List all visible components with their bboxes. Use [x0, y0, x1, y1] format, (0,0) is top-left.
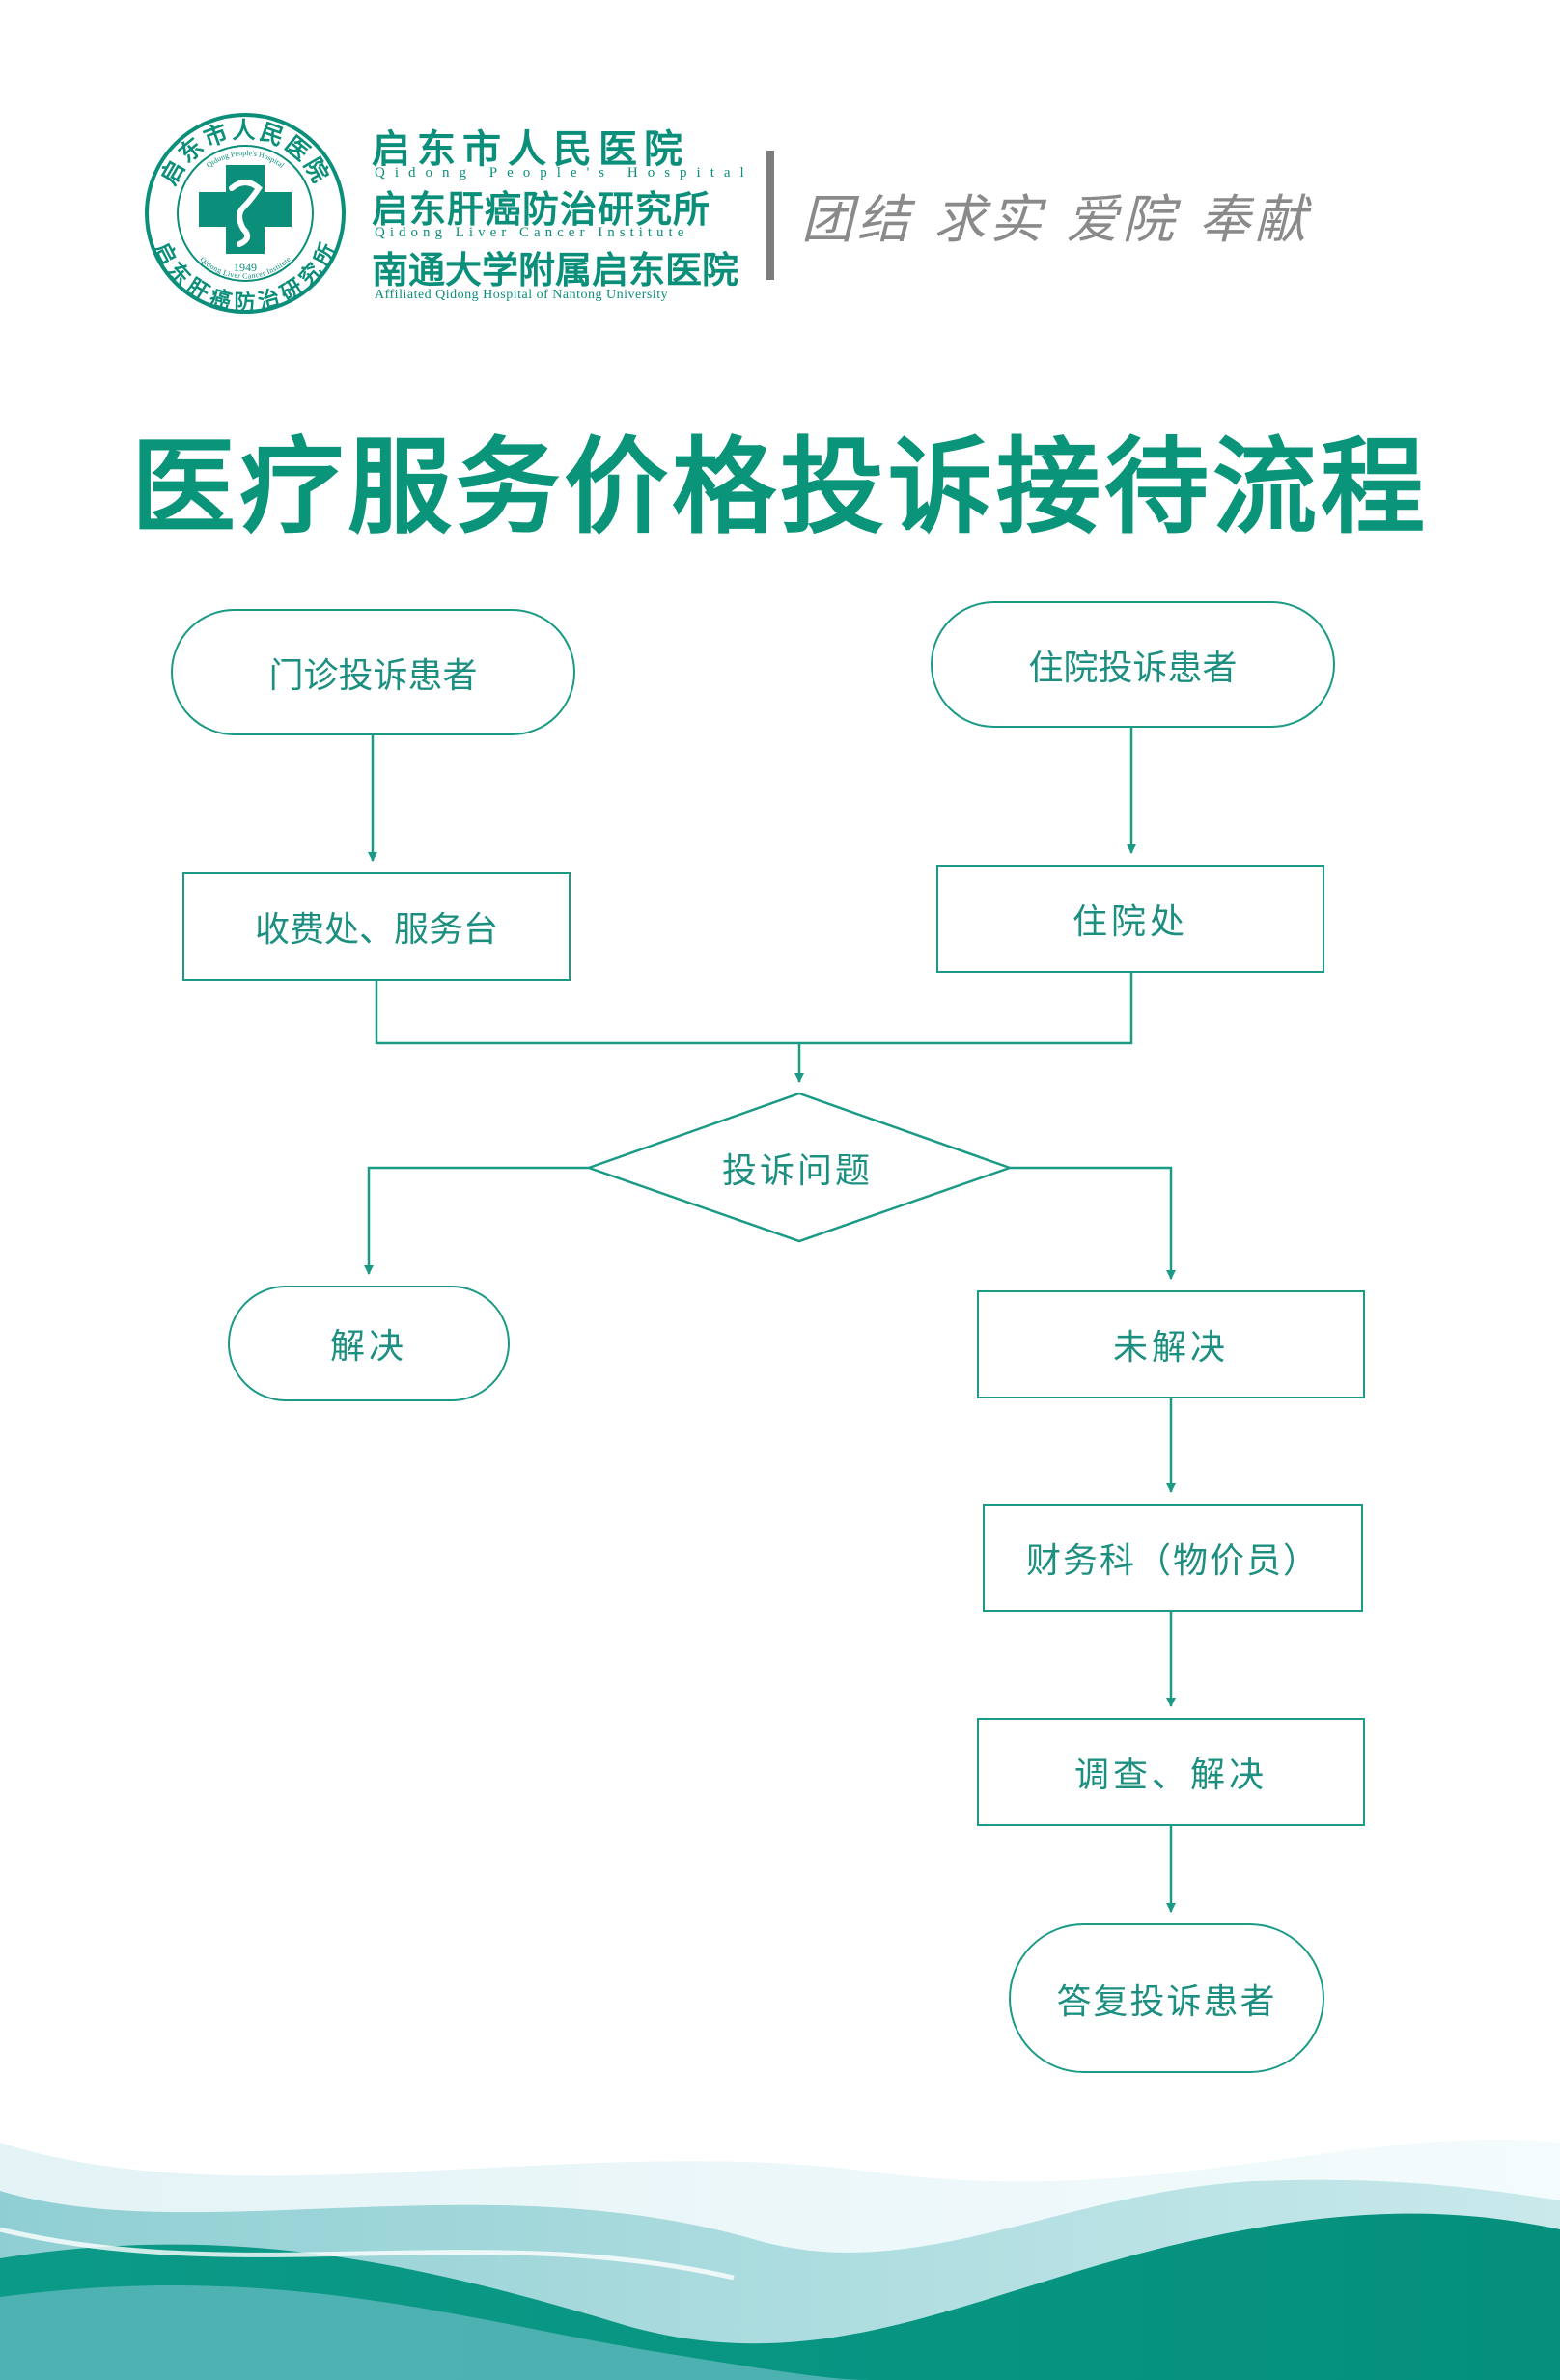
node-inpatient-patient: 住院投诉患者	[931, 601, 1335, 728]
medical-cross-icon	[199, 165, 292, 254]
hospital-motto: 团结 求实 爱院 奉献	[801, 189, 1311, 250]
logo-year: 1949	[234, 261, 257, 274]
hospital-name-1: 启东市人民医院	[372, 126, 689, 172]
connector-decision-resolved	[364, 1166, 589, 1275]
hospital-name-2: 启东肝癌防治研究所	[372, 187, 711, 231]
node-investigate-resolve: 调查、解决	[977, 1718, 1365, 1826]
hospital-logo: 启东市人民医院 Qidong People's Hospital 启东肝癌防治研…	[145, 113, 346, 316]
hospital-name-2-en: Qidong Liver Cancer Institute	[375, 225, 689, 240]
connector-decision-unresolved	[1010, 1166, 1176, 1280]
hospital-name-3-en: Affiliated Qidong Hospital of Nantong Un…	[375, 288, 669, 302]
decorative-wave	[0, 2140, 1560, 2380]
hospital-name-3: 南通大学附属启东医院	[372, 248, 739, 291]
header-divider	[766, 151, 774, 280]
node-resolved: 解决	[228, 1286, 510, 1401]
decision-diamond	[585, 1092, 1014, 1243]
node-inpatient-office: 住院处	[936, 865, 1324, 973]
node-cashier-service-desk: 收费处、服务台	[182, 872, 571, 981]
node-finance-department: 财务科（物价员）	[983, 1504, 1363, 1612]
node-unresolved: 未解决	[977, 1290, 1365, 1398]
page-title: 医疗服务价格投诉接待流程	[130, 428, 1429, 548]
decision-label: 投诉问题	[721, 1151, 873, 1191]
hospital-name-1-en: Qidong People's Hospital	[375, 165, 754, 180]
node-reply-patient: 答复投诉患者	[1009, 1923, 1324, 2073]
node-outpatient-patient: 门诊投诉患者	[171, 609, 575, 735]
connector-merge	[375, 973, 1133, 1045]
